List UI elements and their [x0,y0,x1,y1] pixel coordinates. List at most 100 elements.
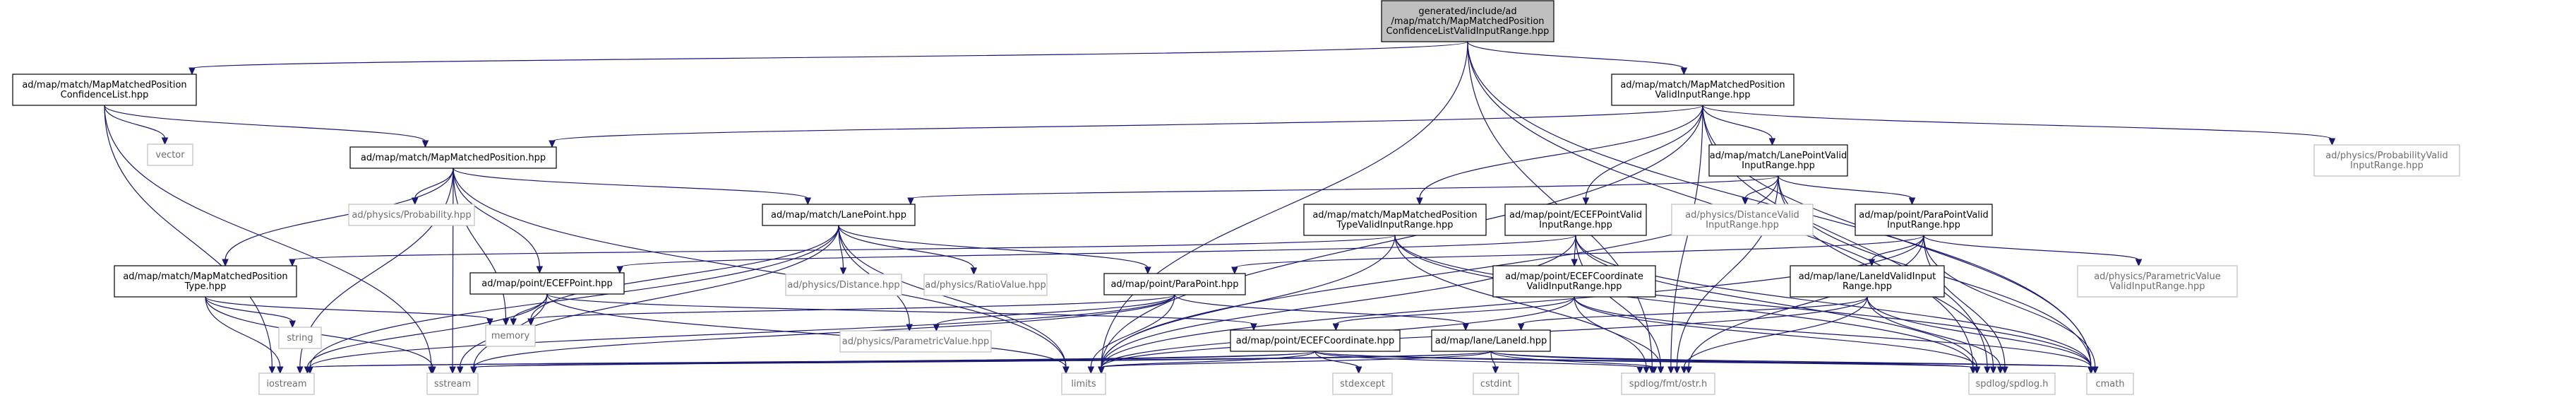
header-node[interactable]: ad/map/match/MapMatchedPosition.hpp [349,146,557,169]
dependency-edge [104,105,166,139]
header-node[interactable]: ad/map/match/MapMatchedPositionValidInpu… [1611,74,1795,106]
dependency-edge [1585,105,1703,199]
node-label-line: ValidInputRange.hpp [2109,281,2205,292]
dependency-edge [1101,351,1316,368]
arrowhead [907,197,914,206]
arrowhead [429,366,436,375]
arrowhead [1643,366,1650,375]
node-label-line: stdexcept [1340,379,1385,389]
node-box [923,274,1048,296]
dependency-edge [1871,235,1924,261]
header-node[interactable]: ad/map/point/ECEFPointValidInputRange.hp… [1504,204,1647,236]
node-box [1230,329,1401,352]
system-header-node: spdlog/spdlog.h [1968,372,2056,395]
header-node[interactable]: ad/map/point/ECEFCoordinate.hpp [1230,329,1401,352]
system-header-node: spdlog/fmt/ostr.h [1621,372,1715,395]
dependency-edge [1867,296,2001,368]
node-box [348,204,475,226]
node-label-line: ValidInputRange.hpp [1655,90,1750,100]
header-node[interactable]: ad/map/match/LanePointValidInputRange.hp… [1708,144,1848,177]
node-label-line: ad/map/match/LanePoint.hpp [771,210,906,221]
node-label-line: ad/map/match/MapMatchedPosition.hpp [361,153,546,163]
node-label-line: memory [491,331,530,341]
arrowhead [527,318,534,327]
header-node[interactable]: ad/map/point/ECEFPoint.hpp [469,272,625,295]
node-label-line: spdlog/spdlog.h [1976,379,2049,389]
arrowhead [1989,366,1997,375]
arrowhead [306,366,313,375]
dependency-edge [530,294,1175,320]
dependency-edge [1490,351,1655,368]
root-file-node: generated/include/ad/map/match/MapMatche… [1381,0,1554,42]
node-label-line: /map/match/MapMatchedPosition [1391,16,1544,27]
node-box [426,372,479,395]
arrowhead [1355,366,1362,375]
arrowhead [1231,266,1238,275]
system-header-node: stdexcept [1332,372,1393,395]
header-node[interactable]: ad/map/point/ParaPoint.hpp [1103,273,1246,295]
header-node[interactable]: ad/map/point/ParaPointValidInputRange.hp… [1855,204,1993,236]
header-node[interactable]: ad/map/match/MapMatchedPositionConfidenc… [12,74,197,106]
system-header-node: cstdint [1473,372,1519,395]
dependency-edge [309,294,1175,368]
node-box [1303,204,1487,236]
dependency-edge [104,105,432,368]
arrowhead [1062,366,1070,375]
dependency-edge [453,168,1067,368]
dependency-edge [1702,105,2333,140]
node-label-line: ConfidenceListValidInputRange.hpp [1386,26,1550,37]
arrowhead [2087,366,2095,375]
header-node[interactable]: ad/map/point/ECEFCoordinateValidInputRan… [1492,265,1656,298]
dependency-edge [205,296,281,368]
dependency-edge [1101,235,1576,368]
dependency-edge [1575,235,2092,368]
node-label-line: cstdint [1480,379,1511,389]
dependency-edge [1574,296,1661,368]
arrowhead [1582,197,1590,206]
system-header-node: ad/physics/ParametricValue.hpp [839,330,992,353]
dependency-edge [473,294,1175,368]
node-label-line: ad/map/point/ECEFPointValid [1509,210,1642,221]
dependency-edge [191,41,1468,69]
dependency-edge [935,294,1175,326]
dependency-edge [1683,296,1868,368]
arrowhead [188,67,196,76]
arrowhead [289,320,296,329]
header-node[interactable]: ad/map/match/LanePoint.hpp [762,204,916,226]
header-node[interactable]: ad/map/match/MapMatchedPositionTypeValid… [1303,204,1487,236]
arrowhead [933,324,940,332]
dependency-edge [205,296,491,320]
node-box [12,74,197,106]
arrowhead [1144,266,1151,275]
node-label-line: ad/map/point/ParaPoint.hpp [1110,279,1238,290]
system-header-node: ad/physics/ProbabilityValidInputRange.hp… [2313,144,2460,177]
arrowhead [2135,259,2143,267]
header-node[interactable]: ad/map/lane/LaneId.hpp [1431,329,1551,352]
arrowhead [502,318,510,327]
node-label-line: ad/physics/ParametricValue.hpp [842,336,989,347]
node-box [1671,204,1814,236]
node-label-line: InputRange.hpp [2350,160,2424,171]
dependency-edge [1575,235,1978,368]
node-box [1332,372,1393,395]
node-box [114,265,297,298]
dependency-edge [414,168,454,199]
node-label-line: ad/map/point/ECEFCoordinate [1505,271,1643,282]
node-label-line: spdlog/fmt/ostr.h [1629,379,1708,389]
node-label-line: ad/map/point/ECEFCoordinate.hpp [1236,336,1395,346]
arrowhead [1250,323,1257,331]
dependency-edge [1490,351,1974,368]
system-header-node: limits [1061,372,1106,395]
arrowhead [510,318,517,327]
arrowhead [1685,366,1692,375]
system-header-node: iostream [258,372,315,395]
system-header-node: memory [485,324,536,347]
arrowhead [456,366,464,375]
dependency-edge [1923,235,2006,368]
node-label-line: iostream [266,379,306,389]
system-header-node: cmath [2086,372,2134,395]
node-box [1968,372,2056,395]
arrowhead [549,140,556,148]
